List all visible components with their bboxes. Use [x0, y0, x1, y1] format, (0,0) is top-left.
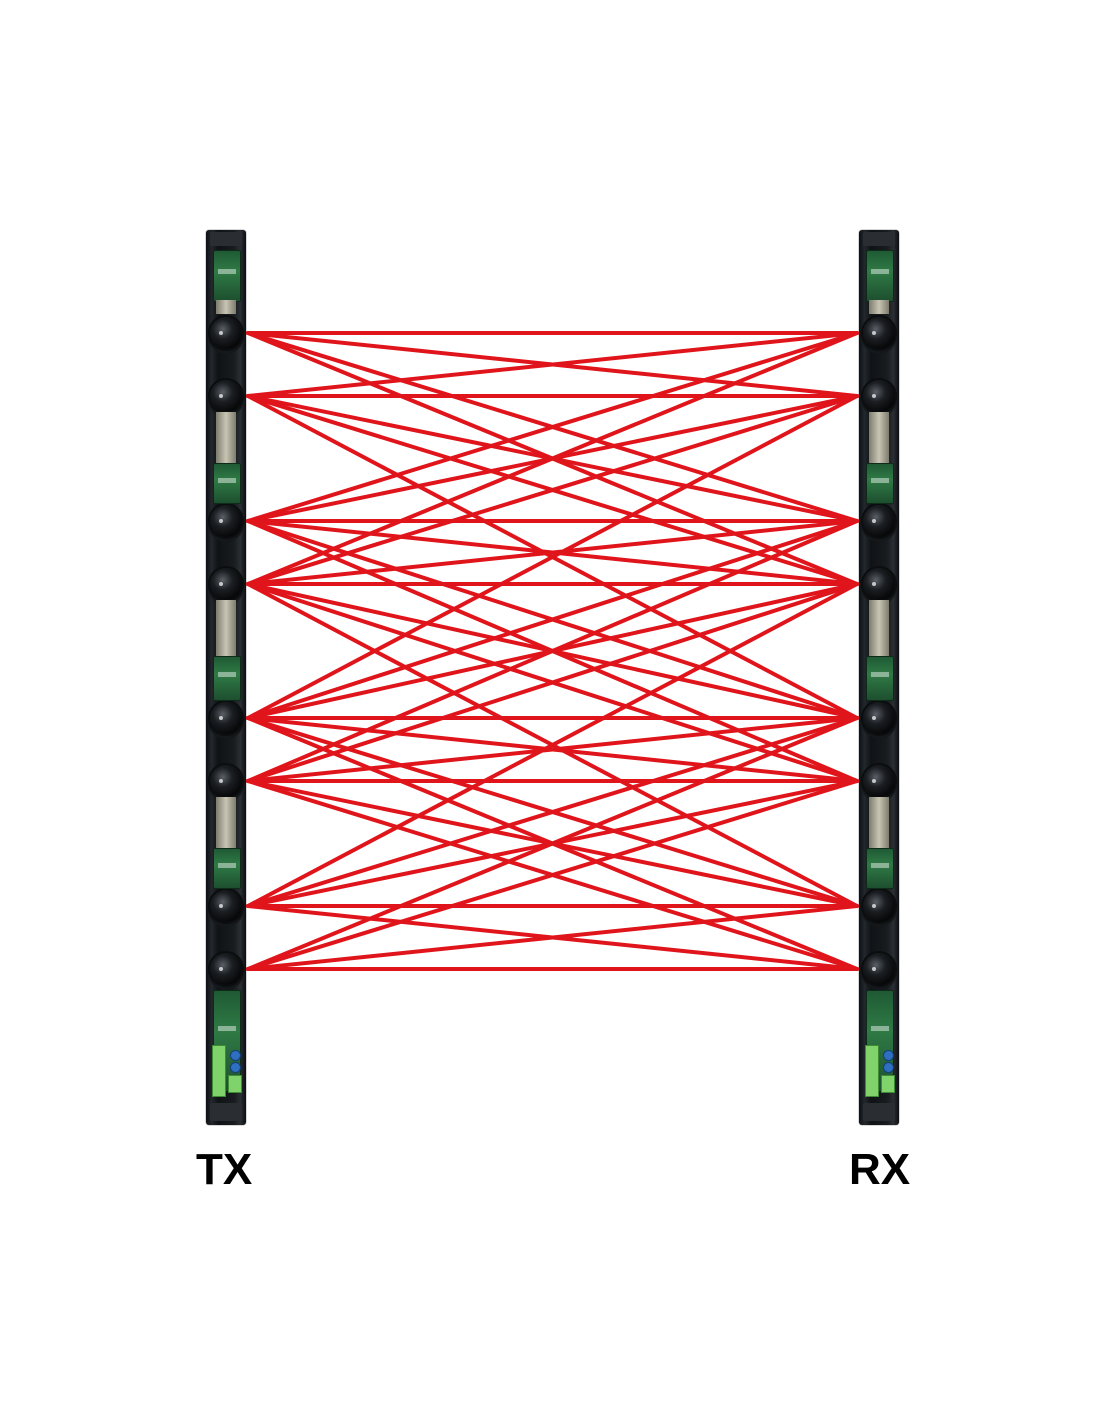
- rx-column: [859, 230, 899, 1125]
- rx-terminal-small: [881, 1075, 895, 1093]
- rx-lens-1: [863, 317, 895, 349]
- beam-tx4-rx3: [246, 519, 859, 586]
- rx-lens-6: [863, 765, 895, 797]
- beam-tx8-rx7: [246, 904, 859, 971]
- tx-pcb-1: [213, 463, 241, 504]
- beam-tx7-rx5: [246, 716, 859, 908]
- tx-pcb-3: [213, 848, 241, 889]
- tx-terminal-block: [212, 1045, 226, 1097]
- tx-pcb-2: [213, 656, 241, 701]
- rx-top-cap: [863, 232, 895, 246]
- rx-terminal-block: [865, 1045, 879, 1097]
- rx-capacitor-2: [883, 1062, 894, 1073]
- tx-lens-1: [210, 317, 242, 349]
- tx-ribbon-3: [216, 797, 236, 848]
- tx-terminal-small: [228, 1075, 242, 1093]
- tx-label: TX: [196, 1145, 253, 1194]
- beam-tx2-rx1: [246, 331, 859, 398]
- rx-ribbon-2: [869, 600, 889, 656]
- rx-pcb-3: [866, 848, 894, 889]
- tx-lens-8: [210, 953, 242, 985]
- beam-tx7-rx4: [246, 582, 859, 908]
- tx-lens-2: [210, 380, 242, 412]
- beam-tx8-rx6: [246, 779, 859, 971]
- beam-tx6-rx3: [246, 519, 859, 783]
- beam-tx5-rx2: [246, 394, 859, 720]
- rx-pcb-2: [866, 656, 894, 701]
- beam-tx6-rx5: [246, 716, 859, 783]
- tx-ribbon: [216, 300, 236, 314]
- tx-lens-4: [210, 568, 242, 600]
- tx-capacitor-1: [230, 1050, 241, 1061]
- tx-pcb-top: [213, 250, 241, 302]
- rx-lens-3: [863, 505, 895, 537]
- tx-column: [206, 230, 246, 1125]
- beam-tx6-rx4: [246, 582, 859, 783]
- beam-tx8-rx5: [246, 716, 859, 971]
- tx-lens-5: [210, 702, 242, 734]
- rx-lens-7: [863, 890, 895, 922]
- rx-ribbon: [869, 300, 889, 314]
- beam-tx4-rx1: [246, 331, 859, 586]
- tx-bottom-cap: [210, 1103, 242, 1121]
- tx-ribbon-1: [216, 412, 236, 463]
- rx-bottom-cap: [863, 1103, 895, 1121]
- rx-lens-5: [863, 702, 895, 734]
- rx-ribbon-3: [869, 797, 889, 848]
- beam-tx3-rx1: [246, 331, 859, 523]
- rx-lens-8: [863, 953, 895, 985]
- beam-tx5-rx3: [246, 519, 859, 720]
- rx-capacitor-1: [883, 1050, 894, 1061]
- tx-ribbon-2: [216, 600, 236, 656]
- tx-lens-6: [210, 765, 242, 797]
- rx-pcb-top: [866, 250, 894, 302]
- rx-lens-4: [863, 568, 895, 600]
- tx-capacitor-2: [230, 1062, 241, 1073]
- tx-lens-7: [210, 890, 242, 922]
- tx-top-cap: [210, 232, 242, 246]
- beam-tx4-rx2: [246, 394, 859, 586]
- rx-label: RX: [849, 1145, 911, 1194]
- rx-lens-2: [863, 380, 895, 412]
- rx-ribbon-1: [869, 412, 889, 463]
- tx-lens-3: [210, 505, 242, 537]
- rx-pcb-1: [866, 463, 894, 504]
